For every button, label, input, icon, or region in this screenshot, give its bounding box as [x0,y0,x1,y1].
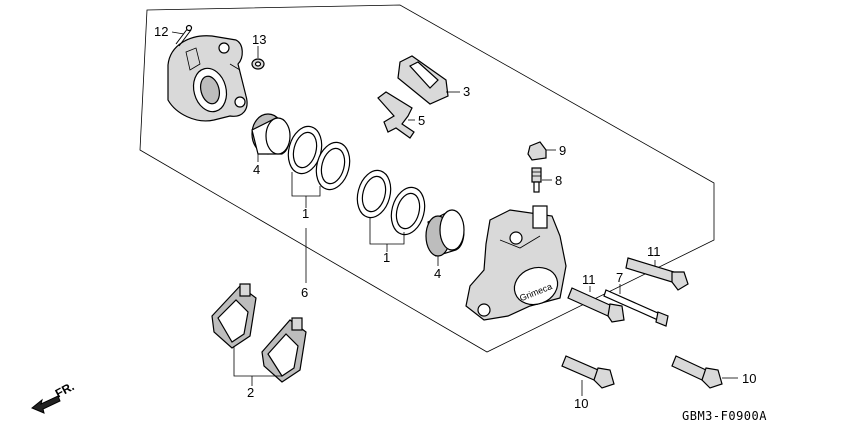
front-arrow-icon [31,395,61,414]
caliper-body: Grimeca [465,205,567,321]
piston-part-4-lower [425,209,465,257]
callout-13: 13 [252,32,266,47]
callout-10-left: 10 [574,396,588,411]
callout-labels: 12 13 3 5 4 1 9 8 1 4 6 11 11 7 2 10 10 [154,24,756,411]
callout-11-lower: 11 [582,272,596,287]
drawing-code: GBM3-F0900A [682,409,767,423]
nut-part-13 [251,58,265,70]
callout-3: 3 [463,84,470,99]
brake-pads-part-2 [211,283,307,383]
front-direction-indicator: FR. [31,379,76,414]
pad-spring-part-5 [377,91,415,139]
callout-11-upper: 11 [647,244,661,259]
pad-shim-part-3 [397,55,449,105]
bolt-part-10-right [671,355,723,389]
pin-part-12 [175,24,193,47]
callout-4-lower: 4 [434,266,441,281]
leader-lines [171,31,738,396]
bleeder-cap-part-9 [527,141,547,161]
callout-2: 2 [247,385,254,400]
pin-part-7 [603,289,669,327]
bolt-part-10-left [561,355,615,389]
callout-1-upper: 1 [302,206,309,221]
seal-rings-part-1-upper [287,125,351,191]
callout-7: 7 [616,270,623,285]
callout-9: 9 [559,143,566,158]
callout-4-upper: 4 [253,162,260,177]
bolt-part-11-upper [625,257,689,291]
bleeder-valve-part-8 [531,167,542,193]
piston-part-4-upper [251,113,291,155]
callout-10-right: 10 [742,371,756,386]
callout-5: 5 [418,113,425,128]
caliper-bracket [167,35,248,122]
callout-8: 8 [555,173,562,188]
seal-rings-part-1-lower [356,169,426,236]
callout-6: 6 [301,285,308,300]
callout-12: 12 [154,24,168,39]
assembly-boundary-outline [139,4,715,353]
callout-1-lower: 1 [383,250,390,265]
bolt-part-11-lower [567,287,625,323]
